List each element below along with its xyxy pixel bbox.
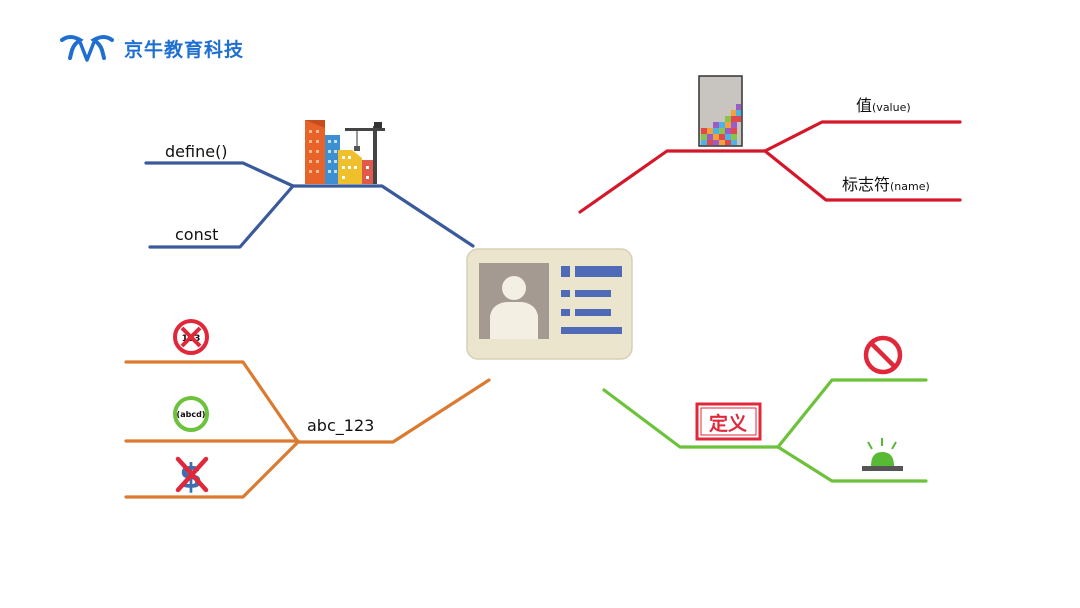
label-define: define() bbox=[165, 142, 228, 161]
definition-stamp: 定义 bbox=[695, 402, 762, 441]
label-value-sub: (value) bbox=[872, 101, 911, 114]
no-numbers-icon: 123 bbox=[173, 319, 209, 355]
brand-name: 京牛教育科技 bbox=[124, 39, 245, 61]
id-card-icon bbox=[466, 248, 633, 360]
label-name-sub: (name) bbox=[890, 180, 930, 193]
no-special-chars-icon: $ bbox=[175, 456, 209, 497]
letters-allowed-icon-text: (abcd) bbox=[177, 410, 206, 419]
branch-orange bbox=[124, 360, 491, 499]
tetris-container-icon bbox=[698, 75, 743, 147]
construction-building-icon bbox=[305, 120, 385, 184]
prohibited-icon bbox=[863, 335, 903, 375]
letters-allowed-icon: (abcd) bbox=[173, 396, 209, 432]
alarm-light-icon bbox=[862, 438, 903, 471]
label-name-main: 标志符 bbox=[842, 175, 891, 194]
label-const: const bbox=[175, 225, 219, 244]
label-identifier: abc_123 bbox=[307, 416, 375, 435]
branch-green bbox=[602, 378, 928, 483]
branch-blue bbox=[144, 161, 475, 249]
branch-red bbox=[578, 120, 962, 214]
definition-stamp-text: 定义 bbox=[709, 412, 747, 435]
label-name: 标志符(name) bbox=[842, 175, 930, 197]
brand-logo bbox=[60, 35, 114, 62]
label-value: 值(value) bbox=[856, 96, 911, 118]
label-value-main: 值 bbox=[856, 96, 873, 115]
